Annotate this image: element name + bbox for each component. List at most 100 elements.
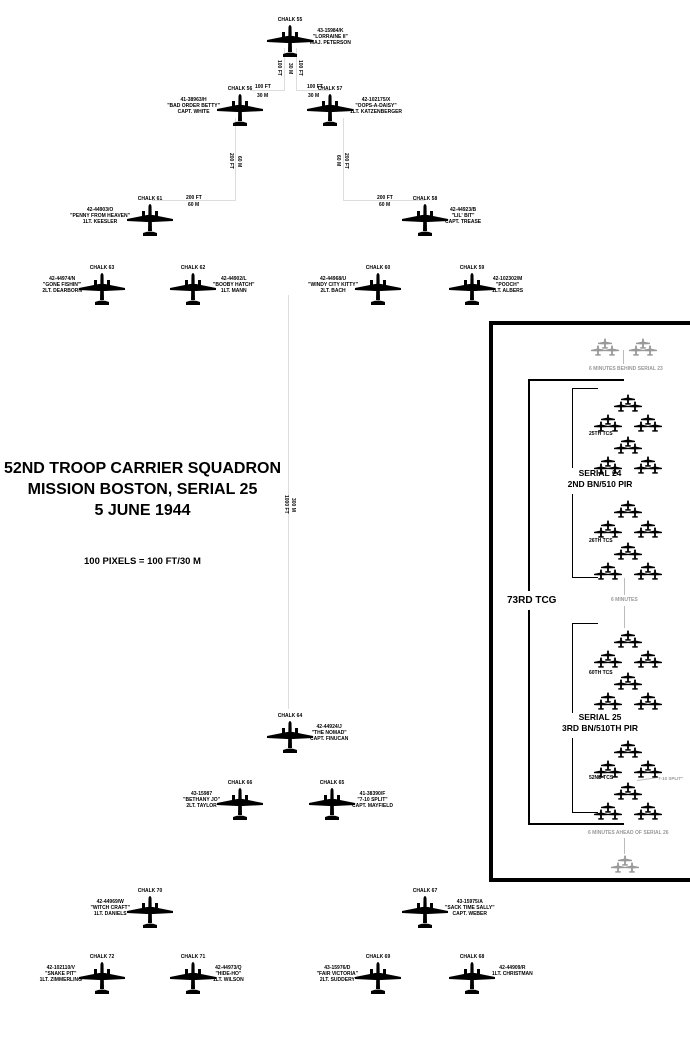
chalk-label: CHALK 62 (180, 265, 206, 271)
c47-plane-icon (355, 961, 401, 1000)
connector-line (152, 200, 236, 201)
c47-plane-icon (402, 203, 448, 242)
aircraft-serial: 42-102110/V (46, 965, 75, 971)
chalk-label: CHALK 66 (227, 780, 253, 786)
serial-label-line: 2ND BN/510 PIR (567, 479, 633, 489)
chalk-label: CHALK 61 (137, 196, 163, 202)
connector-line (284, 48, 285, 90)
aircraft-info: 43-15976/D"FAIR VICTORIA"2LT. SUDDERY (317, 965, 358, 983)
aircraft-serial: 43-15975/A (456, 899, 483, 905)
aircraft-pilot: 1LT. DANIELS (93, 911, 127, 917)
aircraft-info: 42-44969/W"WITCH CRAFT"1LT. DANIELS (91, 899, 130, 917)
arrow-line (624, 578, 625, 595)
aircraft-serial: 41-38390/F (359, 791, 386, 797)
chalk-label: CHALK 59 (459, 265, 485, 271)
aircraft-serial: 42-102175/X (361, 97, 391, 103)
c47-plane-icon (127, 203, 173, 242)
aircraft-info: 42-44924/J"THE NOMAD"CAPT. FINUCAN (310, 724, 348, 742)
aircraft-info: 43-15984/K"LORRAINE II"MAJ. PETERSON (310, 28, 351, 46)
aircraft-pilot: CAPT. TREASE (445, 219, 482, 225)
bracket-73rd-tcg (528, 379, 624, 381)
c47-plane-icon (217, 93, 263, 132)
distance-label: 100 FT (276, 60, 282, 76)
chalk-label: CHALK 70 (137, 888, 163, 894)
arrow-line (624, 838, 625, 854)
aircraft-info: 42-102110/V"SNAKE PIT"1LT. ZIMMERLING (40, 965, 82, 983)
bracket-73rd-tcg (528, 610, 530, 825)
aircraft-info: 42-44974/N"GONE FISHIN'"2LT. DEARBORN (42, 276, 82, 294)
bracket-serial-24 (572, 388, 598, 389)
aircraft-info: 42-44973/Q"HIDE-HO"1LT. WILSON (213, 965, 244, 983)
aircraft-nickname: "BAD ORDER BETTY" (167, 103, 220, 109)
chalk-label: CHALK 72 (89, 954, 115, 960)
distance-label: 300 M (290, 498, 296, 512)
aircraft-pilot: 2LT. TAYLOR (186, 803, 217, 809)
distance-label: 60 M (236, 156, 242, 168)
bracket-serial-24 (572, 388, 573, 468)
aircraft-pilot: 1LT. WILSON (213, 977, 244, 983)
distance-label: 200 FT (228, 153, 234, 169)
arrow-line (623, 350, 624, 364)
bracket-73rd-tcg (528, 823, 624, 825)
distance-label: 60 M (379, 202, 391, 208)
bracket-serial-25 (572, 738, 573, 813)
aircraft-info: 42-44968/U"WINDY CITY KITTY"2LT. BACH (308, 276, 358, 294)
aircraft-pilot: 2LT. SUDDERY (319, 977, 355, 983)
bracket-serial-25 (572, 623, 598, 624)
aircraft-pilot: CAPT. FINUCAN (310, 736, 349, 742)
c47-plane-icon (309, 787, 355, 826)
squadron-label: 25TH TCS (589, 431, 613, 437)
aircraft-pilot: 1LT. MANN (220, 288, 247, 294)
aircraft-nickname: "LORRAINE II" (312, 34, 348, 40)
c47-plane-icon (355, 272, 401, 311)
distance-label: 200 FT (186, 195, 202, 201)
aircraft-info: 42-44923/B"LIL' BIT"CAPT. TREASE (445, 207, 481, 225)
distance-label: 30 M (257, 93, 269, 99)
squadron-label: 26TH TCS (589, 538, 613, 544)
title-line: 5 JUNE 1944 (94, 502, 191, 519)
ahead-note: 6 MINUTES AHEAD OF SERIAL 26 (588, 830, 669, 836)
aircraft-pilot: MAJ. PETERSON (310, 40, 351, 46)
behind-note: 6 MINUTES BEHIND SERIAL 23 (589, 366, 663, 372)
c47-plane-icon (307, 93, 353, 132)
aircraft-nickname: "WITCH CRAFT" (90, 905, 130, 911)
aircraft-info: 43-15987"BETHANY JO"2LT. TAYLOR (183, 791, 220, 809)
serial-25-label: SERIAL 25 3RD BN/510TH PIR (548, 712, 652, 734)
aircraft-serial: 43-15984/K (317, 28, 344, 34)
aircraft-serial: 42-44973/Q (215, 965, 242, 971)
distance-label: 200 FT (377, 195, 393, 201)
aircraft-nickname: "7-10 SPLIT" (357, 797, 388, 803)
serial-label-line: 3RD BN/510TH PIR (561, 723, 639, 733)
c47-plane-icon (449, 961, 495, 1000)
aircraft-serial: 41-38963/H (180, 97, 207, 103)
squadron-label: 60TH TCS (589, 670, 613, 676)
arrow-line (624, 606, 625, 628)
aircraft-pilot: CAPT. MAYFIELD (352, 803, 393, 809)
chalk-label: CHALK 60 (365, 265, 391, 271)
c47-plane-icon (267, 24, 313, 63)
c47-plane-icon (79, 272, 125, 311)
aircraft-nickname: "GONE FISHIN'" (42, 282, 82, 288)
c47-plane-icon (170, 961, 216, 1000)
distance-label: 200 FT (343, 153, 349, 169)
gap-note: 6 MINUTES (611, 597, 638, 603)
aircraft-info: 43-15975/A"SACK TIME SALLY"CAPT. WEBER (445, 899, 495, 917)
bracket-serial-25 (572, 812, 598, 813)
aircraft-pilot: 1LT. KEESLER (82, 219, 118, 225)
serial-label-line: SERIAL 25 (578, 712, 622, 722)
aircraft-info: 42-44902/L"BOOBY HATCH"1LT. MANN (213, 276, 255, 294)
chalk-label: CHALK 58 (412, 196, 438, 202)
c47-plane-icon (127, 895, 173, 934)
scale-note: 100 PIXELS = 100 FT/30 M (84, 556, 201, 567)
distance-label: 30 M (287, 63, 293, 75)
squadron-label: 52ND TCS (589, 775, 614, 781)
chalk-label: CHALK 57 (317, 86, 343, 92)
aircraft-info: 42-102302/M"POOCH"1LT. ALBERS (492, 276, 523, 294)
connector-line (235, 118, 236, 200)
c47-plane-icon (217, 787, 263, 826)
title-line: 52ND TROOP CARRIER SQUADRON (3, 460, 282, 477)
aircraft-nickname: "SACK TIME SALLY" (445, 905, 495, 911)
aircraft-nickname: "LIL' BIT" (451, 213, 475, 219)
aircraft-pilot: 1LT. ZIMMERLING (39, 977, 82, 983)
